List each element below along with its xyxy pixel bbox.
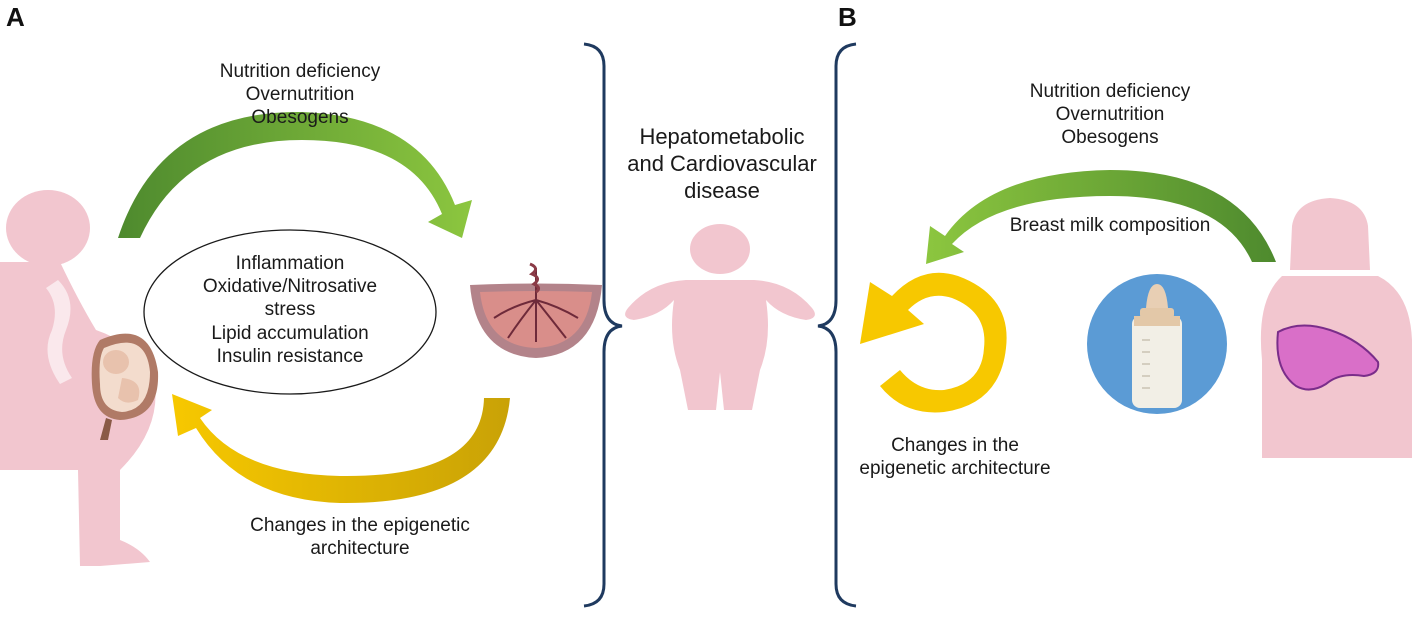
fetus-icon bbox=[91, 333, 159, 440]
panel-a-factors: Nutrition deficiency Overnutrition Obeso… bbox=[180, 60, 420, 130]
factor-item: Nutrition deficiency bbox=[1029, 81, 1191, 102]
effect-item: Insulin resistance bbox=[216, 345, 364, 367]
effect-item: stress bbox=[264, 299, 316, 321]
child-silhouette-icon bbox=[625, 224, 815, 410]
text-line: disease bbox=[684, 177, 760, 203]
mother-silhouette-icon bbox=[1260, 198, 1412, 458]
center-bracket-left bbox=[583, 42, 623, 608]
epigenetic-cycle-arrow-b bbox=[860, 272, 1007, 413]
placenta-icon bbox=[470, 262, 602, 358]
panel-b-factors: Nutrition deficiency Overnutrition Obeso… bbox=[990, 80, 1230, 150]
text-line: Changes in the bbox=[891, 435, 1019, 456]
pregnant-woman-icon bbox=[0, 190, 156, 566]
factor-item: Nutrition deficiency bbox=[219, 61, 381, 82]
nutrition-arrow-a bbox=[118, 111, 472, 238]
panel-a-label: A bbox=[6, 2, 25, 32]
baby-bottle-icon bbox=[1087, 274, 1227, 414]
effect-item: Inflammation bbox=[235, 253, 345, 274]
liver-icon bbox=[1276, 324, 1380, 391]
panel-a-epigenetic-text: Changes in the epigenetic architecture bbox=[200, 514, 520, 560]
epigenetic-arrow-a bbox=[172, 394, 510, 504]
panel-b-label: B bbox=[838, 2, 857, 32]
text-line: architecture bbox=[310, 538, 410, 560]
effects-ellipse bbox=[143, 229, 437, 395]
breast-milk-arrow-b bbox=[926, 170, 1276, 264]
panel-b-epigenetic-text: Changes in the epigenetic architecture bbox=[840, 434, 1070, 480]
center-bracket-right bbox=[817, 42, 857, 608]
factor-item: Overnutrition bbox=[1055, 104, 1165, 126]
text-line: Changes in the epigenetic bbox=[250, 515, 470, 536]
text-line: and Cardiovascular bbox=[627, 150, 817, 176]
outcome-title: Hepatometabolic and Cardiovascular disea… bbox=[612, 124, 832, 204]
effects-list: Inflammation Oxidative/Nitrosative stres… bbox=[170, 252, 410, 368]
effect-item: Lipid accumulation bbox=[211, 322, 369, 344]
breast-milk-label: Breast milk composition bbox=[1009, 215, 1211, 236]
effect-item: Oxidative/Nitrosative bbox=[202, 276, 378, 298]
factor-item: Overnutrition bbox=[245, 84, 355, 106]
factor-item: Obesogens bbox=[1061, 127, 1159, 149]
factor-item: Obesogens bbox=[251, 107, 349, 129]
text-line: Hepatometabolic bbox=[639, 124, 805, 149]
text-line: epigenetic architecture bbox=[859, 458, 1051, 480]
